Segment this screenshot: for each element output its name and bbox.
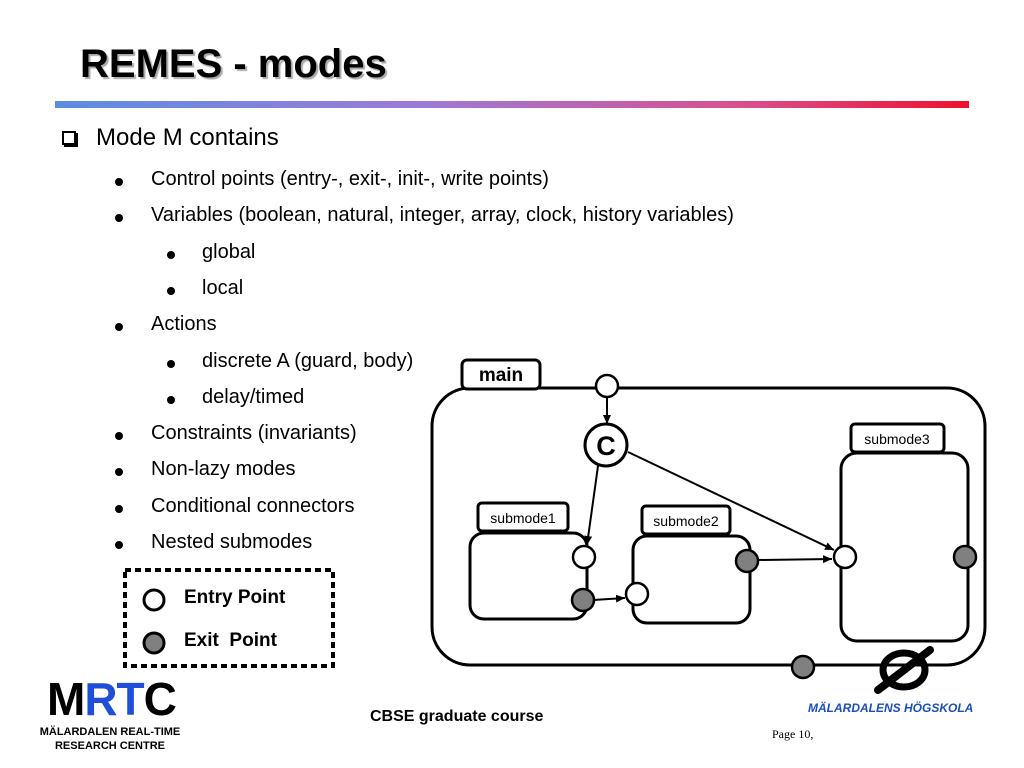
- legend-exit-label: Exit Point: [184, 630, 277, 652]
- bullet-dot-icon: [115, 214, 123, 223]
- legend-entry-icon: [142, 588, 166, 612]
- submode1-exit-point: [570, 587, 596, 613]
- submode2-label: submode2: [653, 513, 719, 529]
- legend-exit-icon: [142, 631, 166, 655]
- mrtc-logo-c: C: [143, 673, 177, 725]
- submode1-box: [468, 531, 589, 621]
- submode3-exit-point: [952, 544, 978, 570]
- legend-exit-word: Exit: [184, 630, 219, 651]
- submode3-label: submode3: [864, 431, 930, 447]
- checkbox-bullet-icon: [62, 131, 76, 145]
- arrow-submode2-exit-to-submode3-entry: [757, 555, 833, 564]
- arrow-connector-to-submode3: [627, 451, 835, 551]
- submode1-label-box: [476, 501, 570, 533]
- submode1-label: submode1: [490, 510, 556, 526]
- mrtc-logo-m: M: [47, 673, 85, 725]
- submode1-entry-point: [571, 544, 597, 570]
- sub-bullet-item: discrete A (guard, body): [202, 349, 414, 372]
- main-entry-point: [594, 373, 620, 399]
- university-logo-icon: [874, 646, 934, 694]
- submode3-entry-point: [832, 544, 858, 570]
- bullet-item: Non-lazy modes: [151, 458, 296, 481]
- bullet-dot-icon: [167, 250, 175, 259]
- main-label-box: [460, 358, 542, 391]
- submode2-box: [631, 534, 752, 625]
- bullet-dot-icon: [167, 395, 175, 404]
- submode2-entry-point: [624, 581, 650, 607]
- bullet-item: Nested submodes: [151, 531, 313, 553]
- bullet-dot-icon: [167, 286, 175, 295]
- bullet-dot-icon: [167, 359, 175, 368]
- title-divider: [55, 101, 969, 108]
- mrtc-logo: MRTC: [47, 672, 177, 726]
- connector-label: C: [596, 431, 616, 461]
- bullet-item: Conditional connectors: [151, 494, 355, 517]
- slide-title: REMES - modes: [80, 42, 387, 86]
- bullet-dot-icon: [115, 323, 123, 332]
- bullet-item: Variables (boolean, natural, integer, ar…: [151, 204, 734, 227]
- conditional-connector: [583, 422, 629, 468]
- arrow-connector-to-submode1: [584, 465, 599, 546]
- arrow-submode1-exit-to-submode2-entry: [592, 594, 626, 603]
- bullet-item: Control points (entry-, exit-, init-, wr…: [151, 168, 549, 190]
- bullet-dot-icon: [115, 504, 123, 513]
- page-number: Page 10,: [772, 727, 814, 741]
- bullet-item: Actions: [151, 313, 217, 336]
- submode2-exit-point: [734, 548, 760, 574]
- course-name: CBSE graduate course: [370, 708, 544, 725]
- legend-entry-label: Entry Point: [184, 587, 286, 608]
- mrtc-caption: MÄLARDALEN REAL-TIME RESEARCH CENTRE: [30, 725, 190, 753]
- university-name: MÄLARDALENS HÖGSKOLA: [808, 701, 974, 715]
- main-exit-point: [790, 654, 816, 680]
- sub-bullet-item: delay/timed: [202, 385, 305, 408]
- bullet-dot-icon: [115, 178, 123, 186]
- bullet-dot-icon: [115, 541, 123, 549]
- main-label: main: [479, 365, 523, 386]
- mrtc-caption-line-1: MÄLARDALEN REAL-TIME: [39, 726, 181, 738]
- bullet-dot-icon: [115, 432, 123, 441]
- mrtc-logo-rt: RT: [84, 673, 144, 725]
- sub-bullet-item: global: [202, 240, 256, 263]
- bullet-item: Constraints (invariants): [151, 422, 357, 445]
- submode3-label-box: [849, 422, 946, 454]
- legend-point-word: Point: [229, 630, 277, 651]
- submode3-box: [839, 451, 970, 643]
- heading-bullet: Mode M contains: [96, 124, 279, 151]
- mrtc-caption-line-2: RESEARCH CENTRE: [54, 740, 165, 752]
- submode2-label-box: [640, 504, 732, 536]
- bullet-dot-icon: [115, 468, 123, 477]
- sub-bullet-item: local: [202, 276, 244, 299]
